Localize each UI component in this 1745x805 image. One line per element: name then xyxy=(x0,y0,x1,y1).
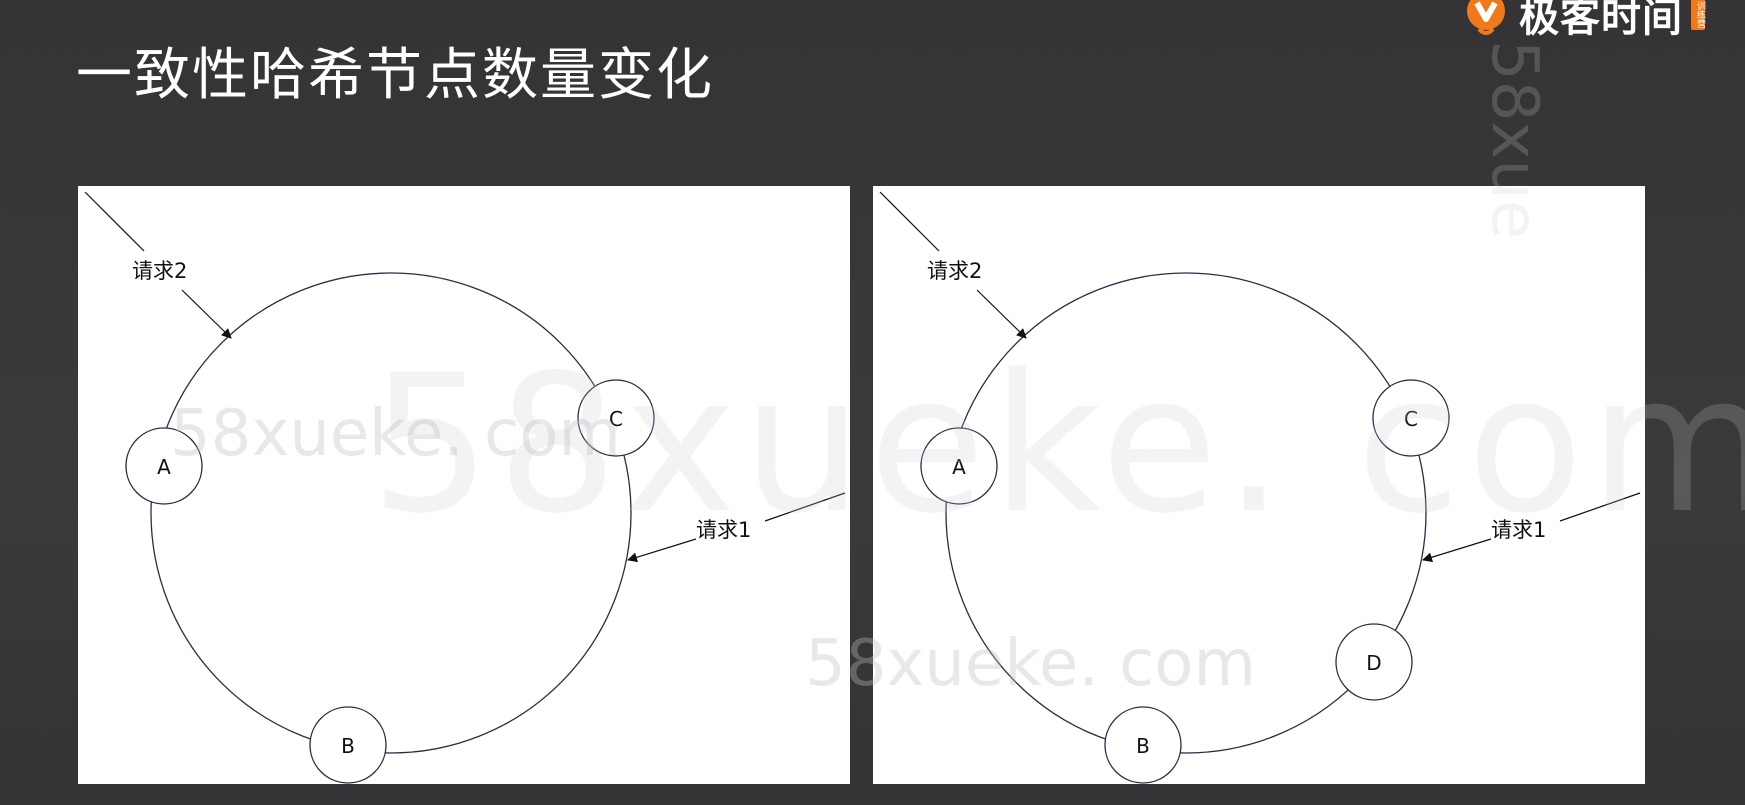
brand-badge: 训练营 xyxy=(1691,0,1705,30)
node-b: B xyxy=(309,706,387,784)
node-d: D xyxy=(1335,623,1413,701)
node-b: B xyxy=(1104,706,1182,784)
node-d-label: D xyxy=(1366,651,1381,675)
hash-ring-before-diagram: A C B 请求2 请求1 xyxy=(84,191,846,784)
request-2-label: 请求2 xyxy=(927,259,982,283)
node-c-label: C xyxy=(609,407,623,431)
request-1: 请求1 xyxy=(1422,492,1641,563)
hash-ring-after-panel: A C D B 请求2 请求1 xyxy=(873,186,1645,784)
slide-title: 一致性哈希节点数量变化 xyxy=(76,43,714,108)
node-a: A xyxy=(125,427,203,505)
hash-ring xyxy=(945,272,1427,754)
node-a-label: A xyxy=(157,455,171,479)
node-a: A xyxy=(920,427,998,505)
node-c: C xyxy=(1372,379,1450,457)
request-1-label: 请求1 xyxy=(696,518,751,542)
request-2-label: 请求2 xyxy=(132,259,187,283)
node-b-label: B xyxy=(1136,734,1150,758)
brand-name: 极客时间 xyxy=(1519,0,1683,41)
hash-ring xyxy=(150,272,632,754)
node-c: C xyxy=(577,379,655,457)
node-a-label: A xyxy=(952,455,966,479)
request-2: 请求2 xyxy=(84,191,232,339)
brand-logo-group: 极客时间 训练营 xyxy=(1461,0,1705,42)
request-1-label: 请求1 xyxy=(1491,518,1546,542)
request-2: 请求2 xyxy=(879,191,1027,339)
geektime-logo-icon xyxy=(1467,0,1505,35)
node-c-label: C xyxy=(1404,407,1418,431)
request-1: 请求1 xyxy=(627,492,846,563)
hash-ring-before-panel: A C B 请求2 请求1 xyxy=(78,186,850,784)
node-b-label: B xyxy=(341,734,355,758)
hash-ring-after-diagram: A C D B 请求2 请求1 xyxy=(879,191,1641,784)
